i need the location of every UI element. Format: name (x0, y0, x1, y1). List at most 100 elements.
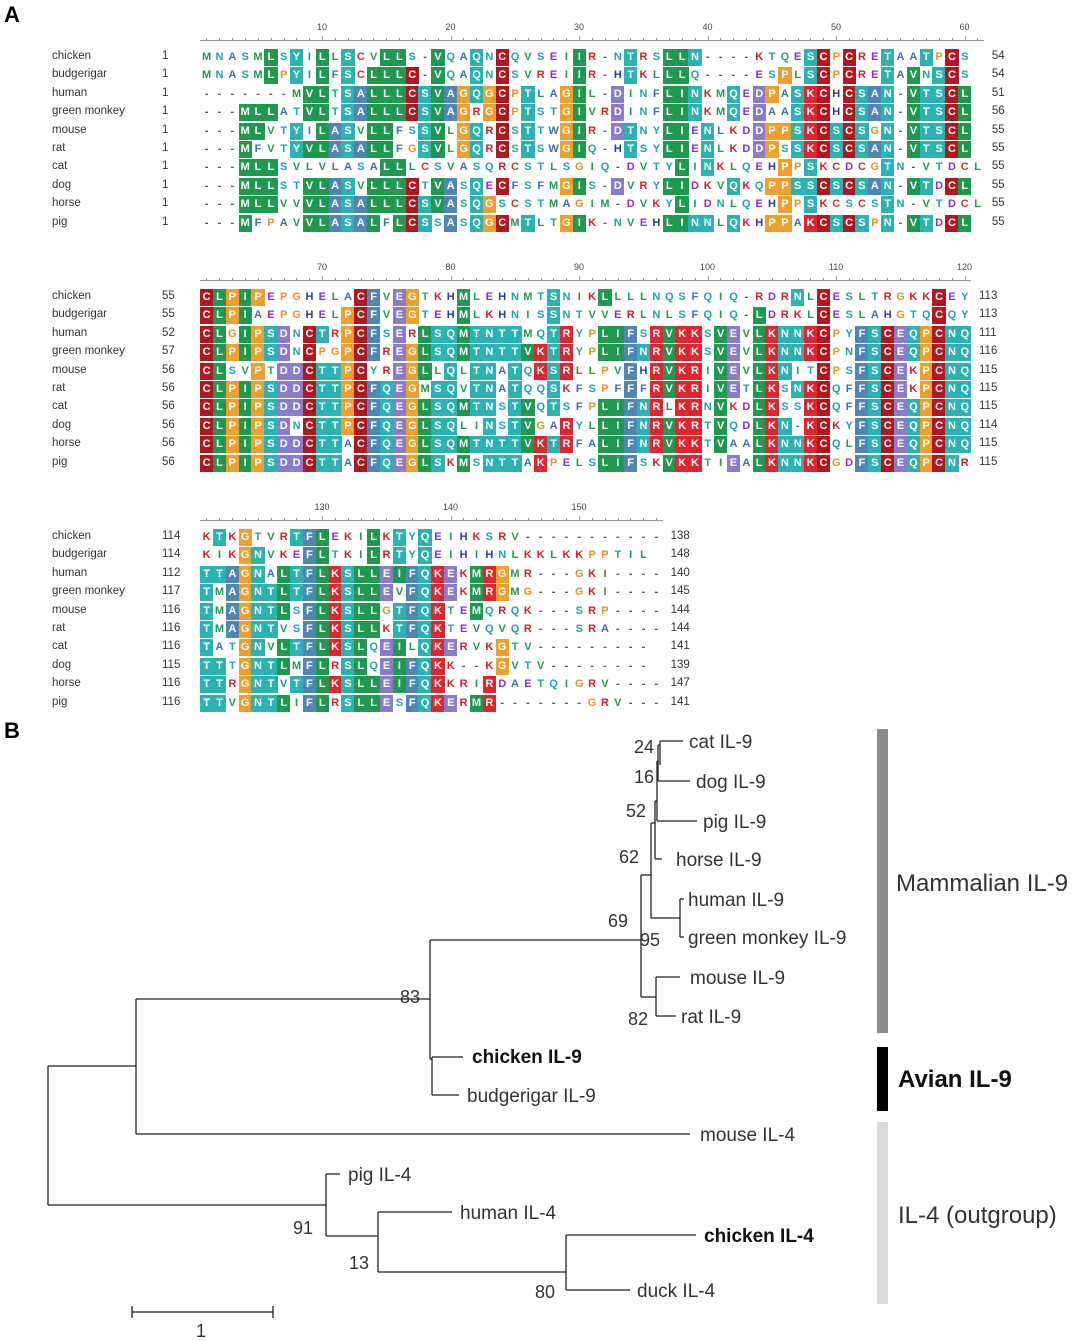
residue-cell: - (603, 531, 607, 543)
species-name: rat (52, 622, 66, 634)
residue-cell: S (472, 161, 481, 174)
residue-cell: - (204, 216, 209, 229)
residue-cell: T (228, 659, 236, 672)
residue-cell: F (396, 124, 403, 137)
residue-cell: F (302, 694, 317, 712)
residue-cell: S (639, 456, 648, 469)
species-name: mouse (52, 603, 87, 616)
residue-cell: - (744, 309, 749, 322)
residue-cell: S (382, 327, 391, 340)
residue-cell: C (842, 141, 856, 158)
residue-cell: Q (906, 436, 920, 454)
residue-cell: M (291, 87, 302, 100)
ruler-tick (476, 278, 478, 281)
residue-cell: E (893, 417, 908, 435)
residue-cell: - (590, 641, 594, 654)
residue-cell: C (354, 307, 368, 325)
residue-cell: N (251, 639, 265, 657)
residue-cell: L (315, 196, 329, 214)
residue-cell: V (524, 51, 532, 63)
residue-cell: T (508, 436, 522, 454)
residue-cell: S (280, 51, 288, 63)
sequence-end-position: 55 (991, 215, 1005, 228)
residue-cell: A (354, 104, 368, 122)
residue-cell: V (370, 51, 378, 63)
residue-cell: T (200, 639, 214, 657)
species-name: horse (52, 197, 81, 210)
residue-cell: M (214, 623, 225, 635)
species-name: budgerigar (52, 68, 107, 81)
residue-cell: C (816, 362, 831, 380)
residue-cell: A (444, 196, 458, 214)
residue-cell: L (511, 549, 519, 562)
residue-cell: L (730, 198, 737, 211)
residue-cell: P (919, 381, 933, 398)
residue-cell: C (945, 177, 959, 195)
residue-cell: Q (418, 621, 432, 638)
residue-cell: T (315, 454, 329, 472)
residue-cell: K (382, 623, 391, 635)
ruler-tick (206, 278, 208, 281)
residue-cell: E (392, 307, 406, 325)
residue-cell: T (508, 381, 522, 398)
residue-cell: R (559, 417, 574, 435)
ruler-tick (784, 278, 786, 281)
residue-cell: K (688, 344, 702, 362)
residue-cell: P (765, 214, 779, 232)
residue-cell: L (212, 344, 227, 362)
residue-cell: L (392, 104, 406, 122)
residue-cell: L (537, 216, 545, 229)
ruler-tick (617, 518, 619, 521)
residue-cell: I (572, 67, 586, 85)
sequence-end-position: 116 (979, 345, 998, 358)
residue-cell: K (382, 531, 391, 543)
residue-cell: S (791, 122, 805, 140)
residue-cell: - (551, 531, 556, 543)
residue-cell: R (588, 69, 597, 82)
residue-cell: Q (754, 179, 764, 192)
residue-cell: C (945, 104, 959, 122)
residue-cell: S (794, 401, 802, 414)
residue-cell: L (277, 694, 291, 712)
residue-cell: T (919, 141, 933, 158)
residue-cell: E (562, 456, 571, 469)
bootstrap-62: 62 (619, 847, 639, 867)
residue-cell: T (421, 291, 429, 303)
residue-cell: Q (958, 344, 972, 362)
residue-cell: K (328, 602, 342, 620)
residue-cell: V (431, 122, 445, 140)
ruler-tick (309, 38, 311, 41)
residue-cell: T (550, 106, 557, 119)
residue-cell: T (212, 694, 227, 712)
residue-cell: N (511, 291, 519, 303)
residue-cell: T (495, 454, 509, 472)
residue-cell: F (855, 436, 869, 454)
residue-cell: I (564, 69, 568, 82)
residue-cell: L (640, 291, 647, 303)
ruler-tick (334, 518, 336, 521)
residue-cell: T (200, 676, 214, 694)
residue-cell: L (315, 694, 329, 712)
residue-cell: T (537, 198, 545, 211)
ruler-tick (810, 38, 812, 41)
residue-cell: I (307, 69, 311, 82)
ruler-tick (219, 278, 221, 281)
residue-cell: R (857, 51, 866, 63)
ruler-tick (707, 36, 709, 41)
residue-cell: N (482, 362, 496, 380)
residue-cell: G (238, 639, 252, 657)
residue-cell: H (755, 216, 764, 229)
residue-cell: M (291, 659, 302, 672)
residue-cell: T (550, 216, 557, 229)
residue-cell: N (688, 49, 702, 66)
residue-cell: D (690, 179, 699, 192)
residue-cell: V (662, 325, 676, 343)
residue-cell: S (546, 307, 561, 325)
residue-cell: S (829, 177, 843, 195)
residue-cell: L (408, 641, 416, 654)
residue-cell: T (881, 196, 895, 214)
residue-cell: E (755, 198, 763, 211)
sequence-end-position: 113 (979, 308, 998, 321)
residue-cell: S (341, 565, 355, 583)
residue-cell: A (328, 177, 342, 195)
